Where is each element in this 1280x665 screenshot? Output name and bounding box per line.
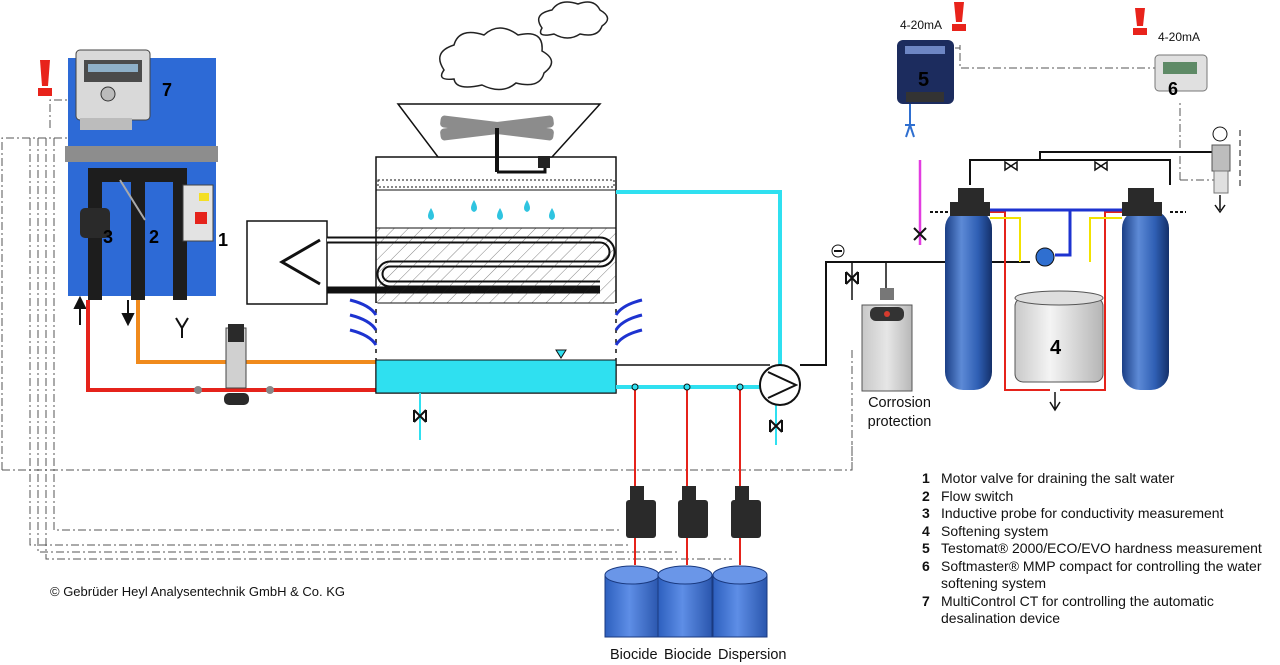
copyright-notice: © Gebrüder Heyl Analysentechnik GmbH & C… xyxy=(50,584,345,599)
filter-unit xyxy=(1211,126,1241,214)
label-4: 4 xyxy=(1050,337,1062,359)
flow-arrows xyxy=(73,295,189,338)
dosing-pumps xyxy=(626,486,761,538)
alarm-icon xyxy=(952,2,966,31)
dosing-line-dots xyxy=(631,383,744,391)
signal-label-6: 4-20mA xyxy=(1158,30,1201,44)
side-pump xyxy=(194,324,274,405)
tank-label-biocide-2: Biocide xyxy=(664,647,712,663)
chemical-tanks xyxy=(604,565,768,638)
signal-lines xyxy=(1,45,1220,560)
drain-line xyxy=(136,300,378,364)
label-3: 3 xyxy=(103,227,113,247)
main-pump xyxy=(759,364,801,433)
softening-system xyxy=(913,151,1225,412)
cooling-tower xyxy=(349,103,643,440)
softmaster-device xyxy=(1154,54,1208,92)
label-1: 1 xyxy=(218,230,228,250)
alarm-icon xyxy=(1133,8,1147,35)
tank-label-dispersion: Dispersion xyxy=(718,647,787,663)
label-2: 2 xyxy=(149,227,159,247)
control-panel xyxy=(65,49,218,300)
corrosion-protection-unit xyxy=(861,288,913,392)
water-meter-icon xyxy=(831,244,859,285)
water-circuit xyxy=(616,190,1030,445)
testomat-device xyxy=(897,40,954,138)
steam-clouds xyxy=(439,1,609,91)
label-6: 6 xyxy=(1168,79,1178,99)
label-5: 5 xyxy=(918,69,929,91)
tank-label-biocide-1: Biocide xyxy=(610,647,658,663)
dosing-lines xyxy=(634,387,741,565)
signal-label-5: 4-20mA xyxy=(900,18,943,32)
label-7: 7 xyxy=(162,80,172,100)
corrosion-protection-label: Corrosion protection xyxy=(867,395,932,430)
alarm-icon xyxy=(38,60,52,96)
salt-water-line xyxy=(86,300,378,392)
